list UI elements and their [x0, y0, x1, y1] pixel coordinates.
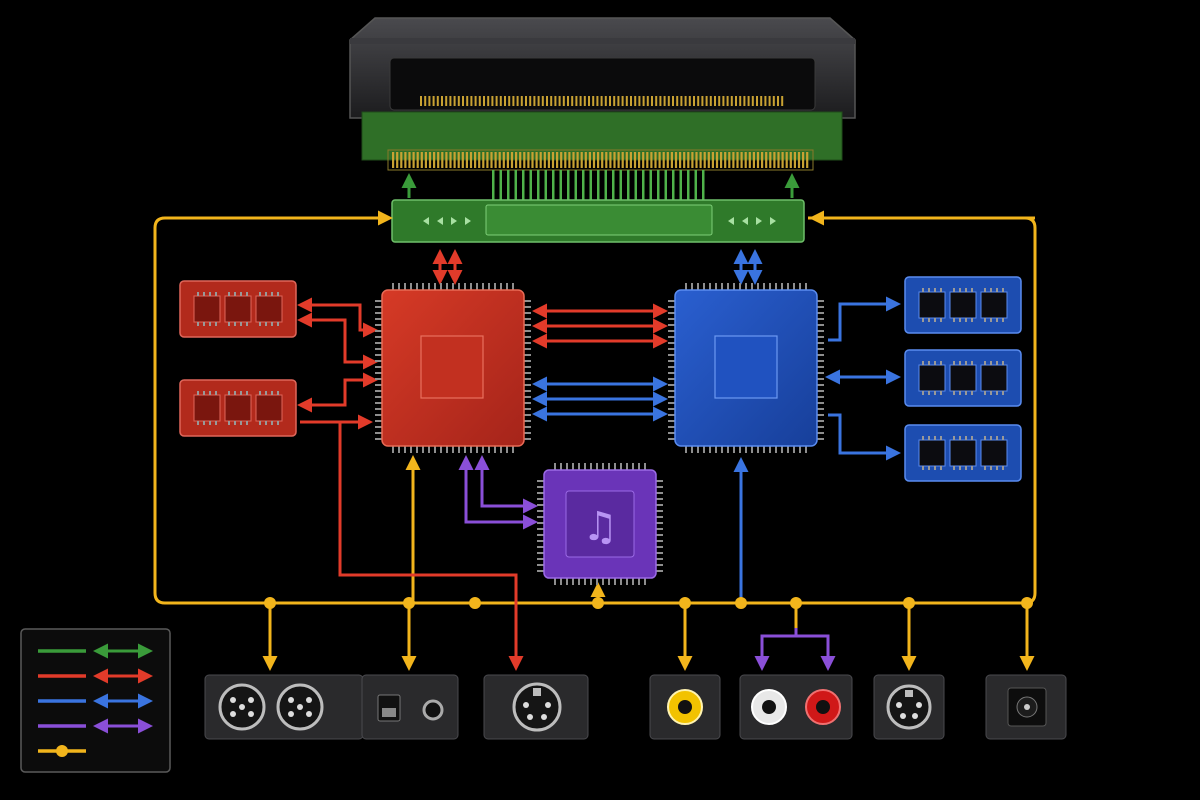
- port-din-red[interactable]: [483, 674, 589, 740]
- bus-junction-icon: [56, 745, 68, 757]
- cpu-ram-modules: [179, 280, 297, 437]
- edge-connector-bridge: [391, 199, 805, 243]
- ppu-vram-module: [904, 276, 1022, 334]
- headphone-jack-icon: [422, 699, 444, 721]
- port-composite[interactable]: [649, 674, 721, 740]
- ppu-vram-module: [904, 349, 1022, 407]
- audio-right-link: [796, 634, 836, 671]
- cpu-apu-link-a: [458, 455, 538, 530]
- port-stereo[interactable]: [739, 674, 853, 740]
- cpu-ram1-link-b: [297, 312, 378, 370]
- edge-connector-pins: [387, 149, 814, 171]
- cpu-ram2-link-a: [297, 372, 378, 413]
- cpu-apu-link-b: [474, 455, 538, 514]
- music-note-icon: ♫: [582, 504, 618, 550]
- mini-din-5-icon: [218, 683, 266, 731]
- bus-junction-dot: [679, 597, 691, 609]
- cpu-ram1-link-a: [297, 297, 378, 338]
- port-svideo[interactable]: [873, 674, 945, 740]
- bus-junction-dot: [735, 597, 747, 609]
- port-switch-jack[interactable]: [361, 674, 459, 740]
- bus-junction-dot: [403, 597, 415, 609]
- audio-left-link: [754, 628, 798, 671]
- ppu-vram3-link: [828, 413, 901, 461]
- cpu-ram-module: [179, 280, 297, 338]
- ppu-ram-modules: [904, 276, 1022, 482]
- slot-pins: [420, 96, 784, 106]
- cpu-chip: [375, 283, 531, 453]
- apu-chip: ♫: [537, 463, 663, 585]
- bus-junction-dot: [264, 597, 276, 609]
- mini-din-4-icon: [512, 682, 562, 732]
- ppu-vram1-link: [828, 296, 901, 342]
- cartridge-slot: [349, 17, 856, 171]
- ppu-chip: [668, 283, 824, 453]
- port-controller-pair[interactable]: [204, 674, 364, 740]
- legend-yellow: [38, 745, 86, 757]
- bus-junction-dot: [790, 597, 802, 609]
- bus-junction-dot: [592, 597, 604, 609]
- ppu-vram-module: [904, 424, 1022, 482]
- cpu-ram-module: [179, 379, 297, 437]
- mini-din-4-icon: [886, 684, 932, 730]
- port-dc-power[interactable]: [985, 674, 1067, 740]
- bus-junction-dot: [469, 597, 481, 609]
- rca-stereo-jack-icon: [751, 689, 841, 725]
- bus-junctions: [264, 597, 1033, 609]
- mini-din-5-icon: [276, 683, 324, 731]
- bus-junction-dot: [903, 597, 915, 609]
- bus-junction-dot: [1021, 597, 1033, 609]
- bridge-traces: [492, 170, 705, 202]
- legend: [20, 628, 171, 773]
- dc-power-jack-icon: [1007, 687, 1047, 727]
- rca-video-jack-icon: [667, 689, 703, 725]
- cpu-to-port-link: [338, 422, 524, 671]
